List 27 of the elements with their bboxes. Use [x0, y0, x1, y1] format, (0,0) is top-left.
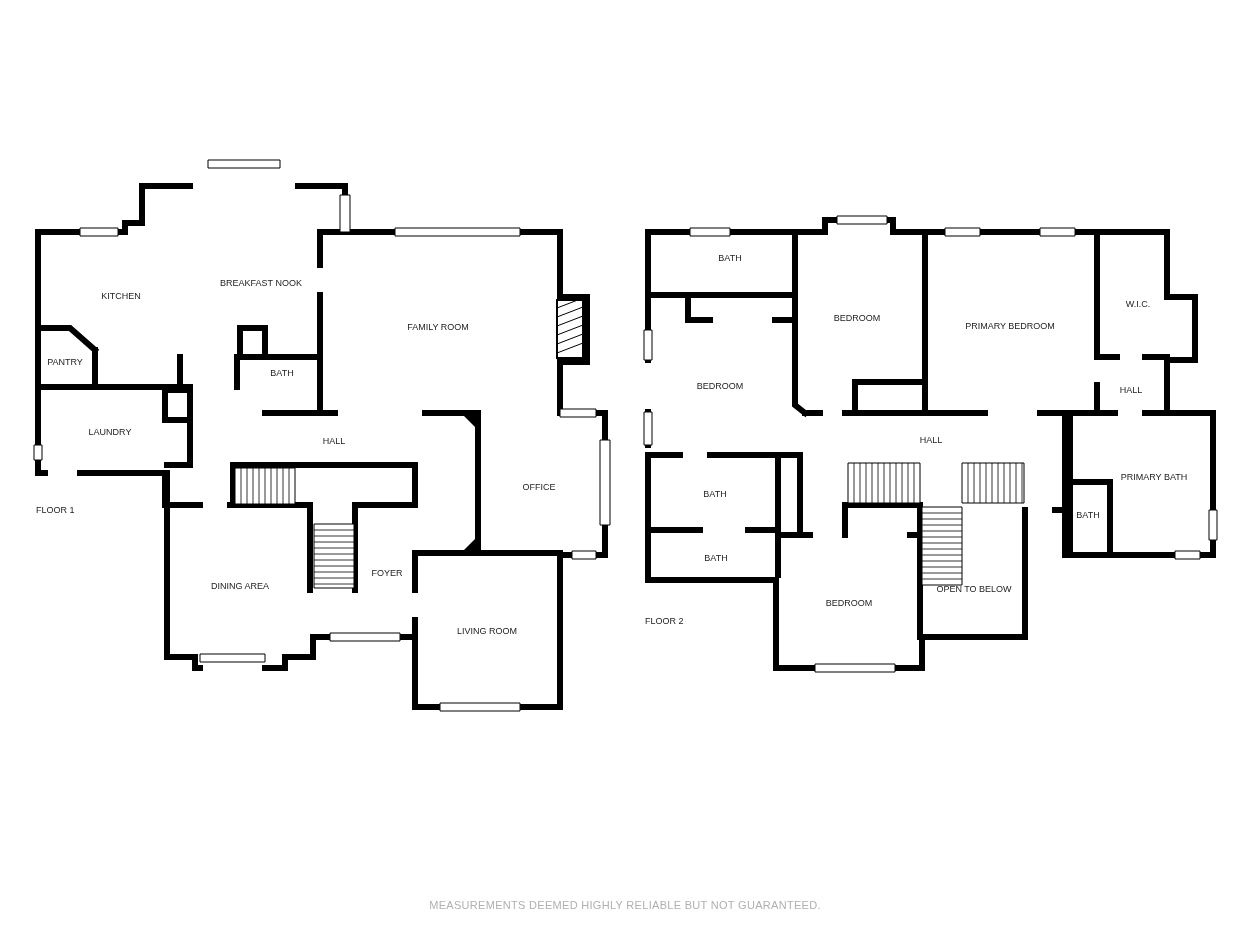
room-label: FAMILY ROOM	[407, 322, 469, 332]
room-label: LAUNDRY	[88, 427, 132, 437]
room-label: W.I.C.	[1125, 299, 1151, 309]
room-label: PRIMARY BEDROOM	[965, 321, 1055, 331]
room-label: BEDROOM	[833, 313, 881, 323]
room-label: LIVING ROOM	[457, 626, 517, 636]
room-label: OPEN TO BELOW	[936, 584, 1012, 594]
room-label: HALL	[322, 436, 346, 446]
floor-label: FLOOR 1	[36, 505, 75, 515]
room-label: BREAKFAST NOOK	[220, 278, 302, 288]
room-label: FOYER	[371, 568, 403, 578]
disclaimer-note: MEASUREMENTS DEEMED HIGHLY RELIABLE BUT NOT GUARANTEED.	[429, 899, 821, 911]
room-label: DINING AREA	[211, 581, 269, 591]
room-label: PRIMARY BATH	[1120, 472, 1188, 482]
room-label: HALL	[919, 435, 943, 445]
room-label: BATH	[704, 553, 728, 563]
room-label: BATH	[270, 368, 294, 378]
room-label: HALL	[1119, 385, 1143, 395]
room-label: BATH	[703, 489, 727, 499]
room-label: BATH	[718, 253, 742, 263]
room-label: BEDROOM	[825, 598, 873, 608]
room-label: BEDROOM	[696, 381, 744, 391]
floor-label: FLOOR 2	[645, 616, 684, 626]
room-label: PANTRY	[47, 357, 83, 367]
room-label: KITCHEN	[101, 291, 141, 301]
room-label: OFFICE	[522, 482, 556, 492]
room-label: BATH	[1076, 510, 1100, 520]
